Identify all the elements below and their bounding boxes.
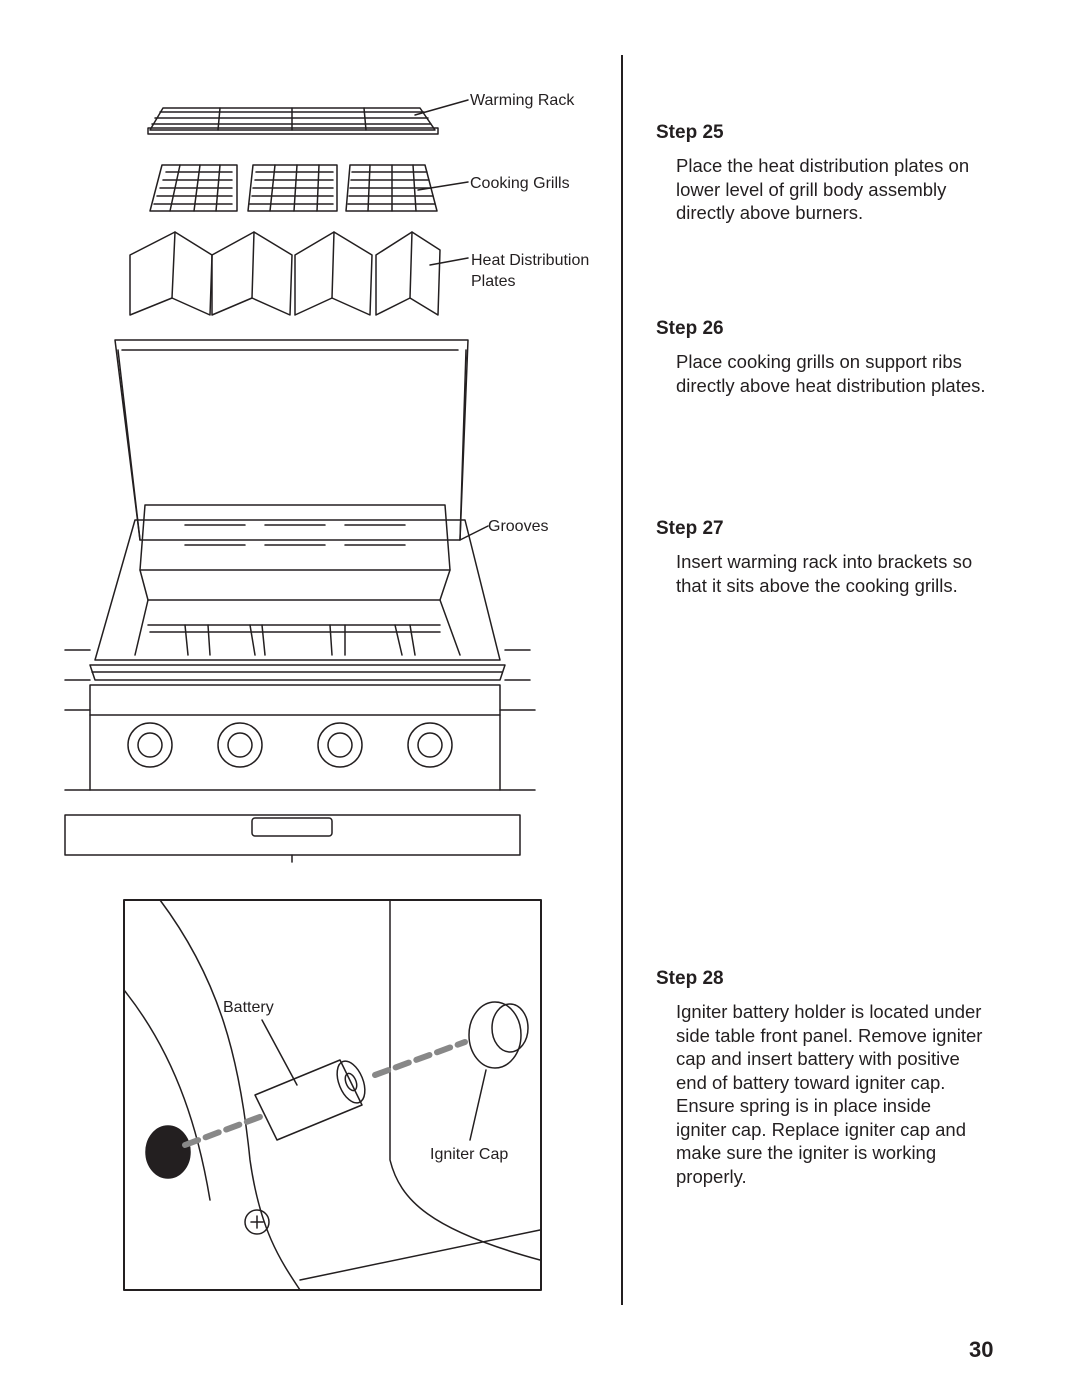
page-number: 30: [969, 1337, 994, 1362]
insertion-path: [182, 1039, 468, 1148]
label-cooking-grills: Cooking Grills: [470, 175, 570, 192]
cooking-grills-leader: [417, 181, 469, 191]
step-body: Place the heat distribution plates on lo…: [676, 155, 970, 223]
warming-rack-drawing: [147, 107, 439, 135]
step-body: Igniter battery holder is located under …: [676, 1001, 983, 1187]
cooking-grills-drawing: [149, 164, 438, 212]
heat-plates-drawing: [129, 231, 441, 316]
warming-rack-leader: [414, 99, 469, 116]
step-title: Step 25: [656, 122, 724, 143]
step-title: Step 27: [656, 518, 724, 539]
step-27: Step 27 Insert warming rack into bracket…: [656, 518, 986, 597]
grill-assembly-illustration: [64, 99, 542, 1291]
grooves-leader: [459, 525, 489, 541]
label-grooves: Grooves: [488, 518, 549, 535]
step-25: Step 25 Place the heat distribution plat…: [656, 122, 986, 225]
grill-body-drawing: [64, 339, 536, 863]
label-battery: Battery: [223, 999, 274, 1016]
label-heat-distribution-plates: Heat Distribution Plates: [471, 252, 590, 290]
step-body: Insert warming rack into brackets so tha…: [676, 551, 973, 596]
label-warming-rack: Warming Rack: [470, 92, 575, 109]
igniter-inset-drawing: [123, 899, 542, 1291]
column-divider: [621, 55, 623, 1305]
step-26: Step 26 Place cooking grills on support …: [656, 318, 986, 397]
step-28: Step 28 Igniter battery holder is locate…: [656, 968, 986, 1188]
heat-plates-leader: [429, 257, 469, 266]
label-igniter-cap: Igniter Cap: [430, 1146, 509, 1163]
step-body: Place cooking grills on support ribs dir…: [676, 351, 986, 396]
step-title: Step 26: [656, 318, 724, 339]
step-title: Step 28: [656, 968, 724, 989]
